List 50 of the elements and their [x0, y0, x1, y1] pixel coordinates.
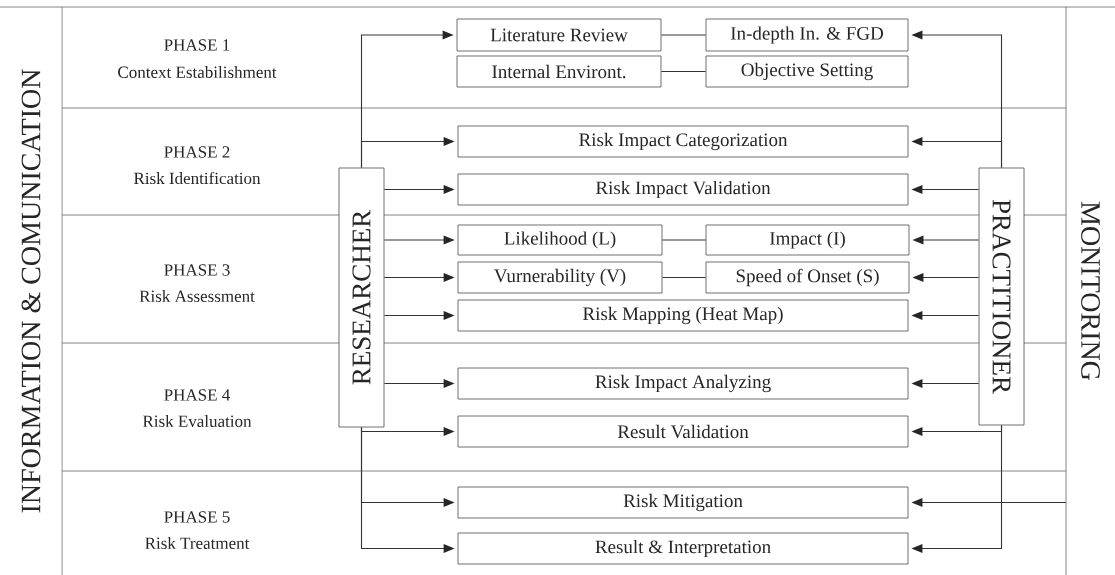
arrow: [360, 137, 455, 169]
phase-label: Context Estabilishment: [118, 66, 277, 78]
process-box: Risk Impact Categorization: [457, 125, 909, 158]
connector-line: [660, 70, 707, 73]
process-box: Likelihood (L): [457, 224, 663, 256]
connector-line: [660, 34, 707, 36]
arrow: [383, 235, 455, 245]
phase-label: Risk Treatment: [145, 537, 250, 549]
arrow: [911, 498, 1067, 507]
arrow: [911, 185, 980, 194]
process-box: Risk Mapping (Heat Map): [457, 299, 909, 332]
connector-line: [661, 276, 707, 279]
arrow: [911, 424, 1003, 553]
process-box: Literature Review: [456, 18, 662, 52]
process-box: In-depth In. & FGD: [705, 18, 909, 52]
phase-label: Risk Identification: [134, 171, 261, 185]
role-box: PRACTITIONER: [978, 167, 1025, 426]
phase-label: Risk Evaluation: [142, 415, 252, 427]
arrow: [383, 185, 455, 194]
connector-line: [661, 239, 707, 241]
role-box: RESEARCHER: [338, 167, 385, 428]
phase-label: Risk Assessment: [139, 290, 255, 302]
process-box: Impact (I): [705, 224, 910, 256]
arrow: [383, 311, 455, 320]
arrow: [383, 379, 455, 388]
process-box: Vurnerability (V): [457, 261, 663, 294]
process-box: Result Validation: [457, 415, 909, 448]
side-heading: INFORMATION & COMUNICATION: [21, 69, 41, 513]
process-box: Result & Interpretation: [457, 532, 909, 565]
column-heading: MONITORING: [1065, 6, 1100, 575]
arrow: [911, 424, 1003, 436]
process-box: Risk Impact Analyzing: [457, 367, 909, 400]
arrow: [360, 426, 455, 436]
phase-label: PHASE 4: [164, 389, 231, 401]
arrow: [911, 379, 980, 388]
arrow: [360, 426, 455, 553]
phase-label: PHASE 3: [164, 264, 230, 276]
process-box: Risk Mitigation: [457, 486, 909, 519]
phase-label: PHASE 1: [164, 39, 230, 51]
process-box: Speed of Onset (S): [705, 261, 910, 294]
process-box: Internal Environt.: [456, 55, 662, 88]
phase-label: PHASE 5: [164, 511, 230, 523]
phase-label: PHASE 2: [164, 146, 230, 158]
arrow: [911, 137, 1003, 169]
process-box: Objective Setting: [705, 55, 909, 88]
process-box: Risk Impact Validation: [457, 173, 909, 206]
arrow: [912, 273, 980, 282]
arrow: [911, 311, 980, 320]
arrow: [912, 235, 980, 245]
arrow: [383, 273, 455, 282]
